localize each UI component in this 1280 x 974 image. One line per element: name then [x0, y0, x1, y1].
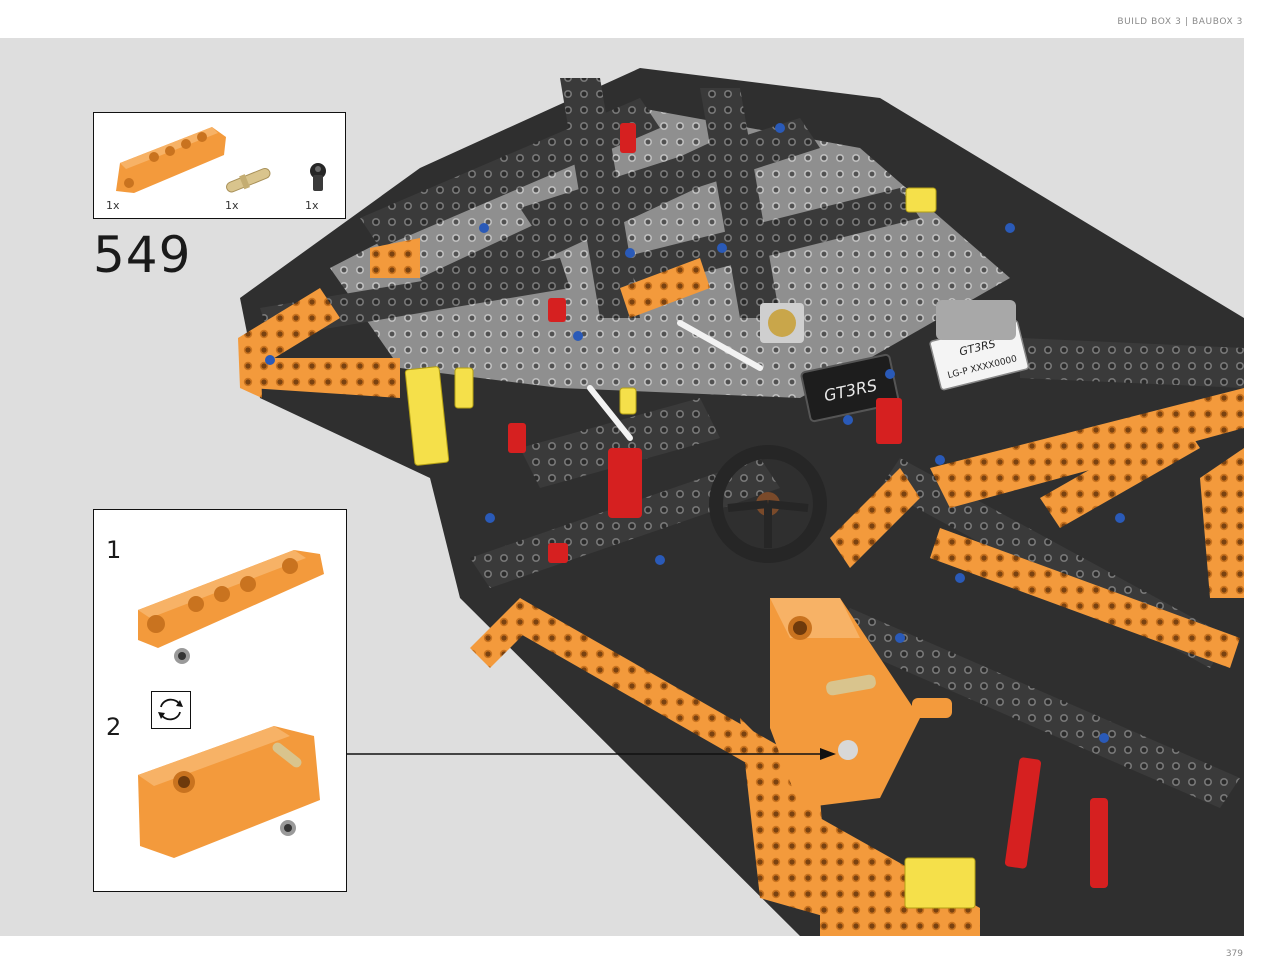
parts-list-art	[116, 127, 326, 193]
parts-list-box: 1x 1x 1x	[93, 112, 346, 219]
sub-assembly-art	[138, 550, 324, 858]
build-box-header: BUILD BOX 3 | BAUBOX 3	[1117, 17, 1243, 27]
sub-step-2-part	[138, 726, 320, 858]
step-number: 549	[93, 226, 192, 284]
model-illustration: GT3RS GT3RS LG-P XXXX0000	[238, 68, 1244, 936]
instruction-canvas: GT3RS GT3RS LG-P XXXX0000	[0, 38, 1244, 936]
part-qty: 1x	[225, 199, 239, 212]
rotate-model-icon	[151, 691, 191, 729]
sub-step-number: 1	[106, 536, 122, 564]
tan-axle-pin-icon	[226, 167, 271, 193]
sub-step-number: 2	[106, 713, 122, 741]
sub-step-1-part	[138, 550, 324, 664]
black-ball-joint-icon	[310, 163, 326, 191]
part-qty: 1x	[106, 199, 120, 212]
sub-assembly-box: 1	[93, 509, 347, 892]
part-qty: 1x	[305, 199, 319, 212]
page-number: 379	[1225, 949, 1243, 959]
orange-panel-icon	[116, 127, 226, 193]
